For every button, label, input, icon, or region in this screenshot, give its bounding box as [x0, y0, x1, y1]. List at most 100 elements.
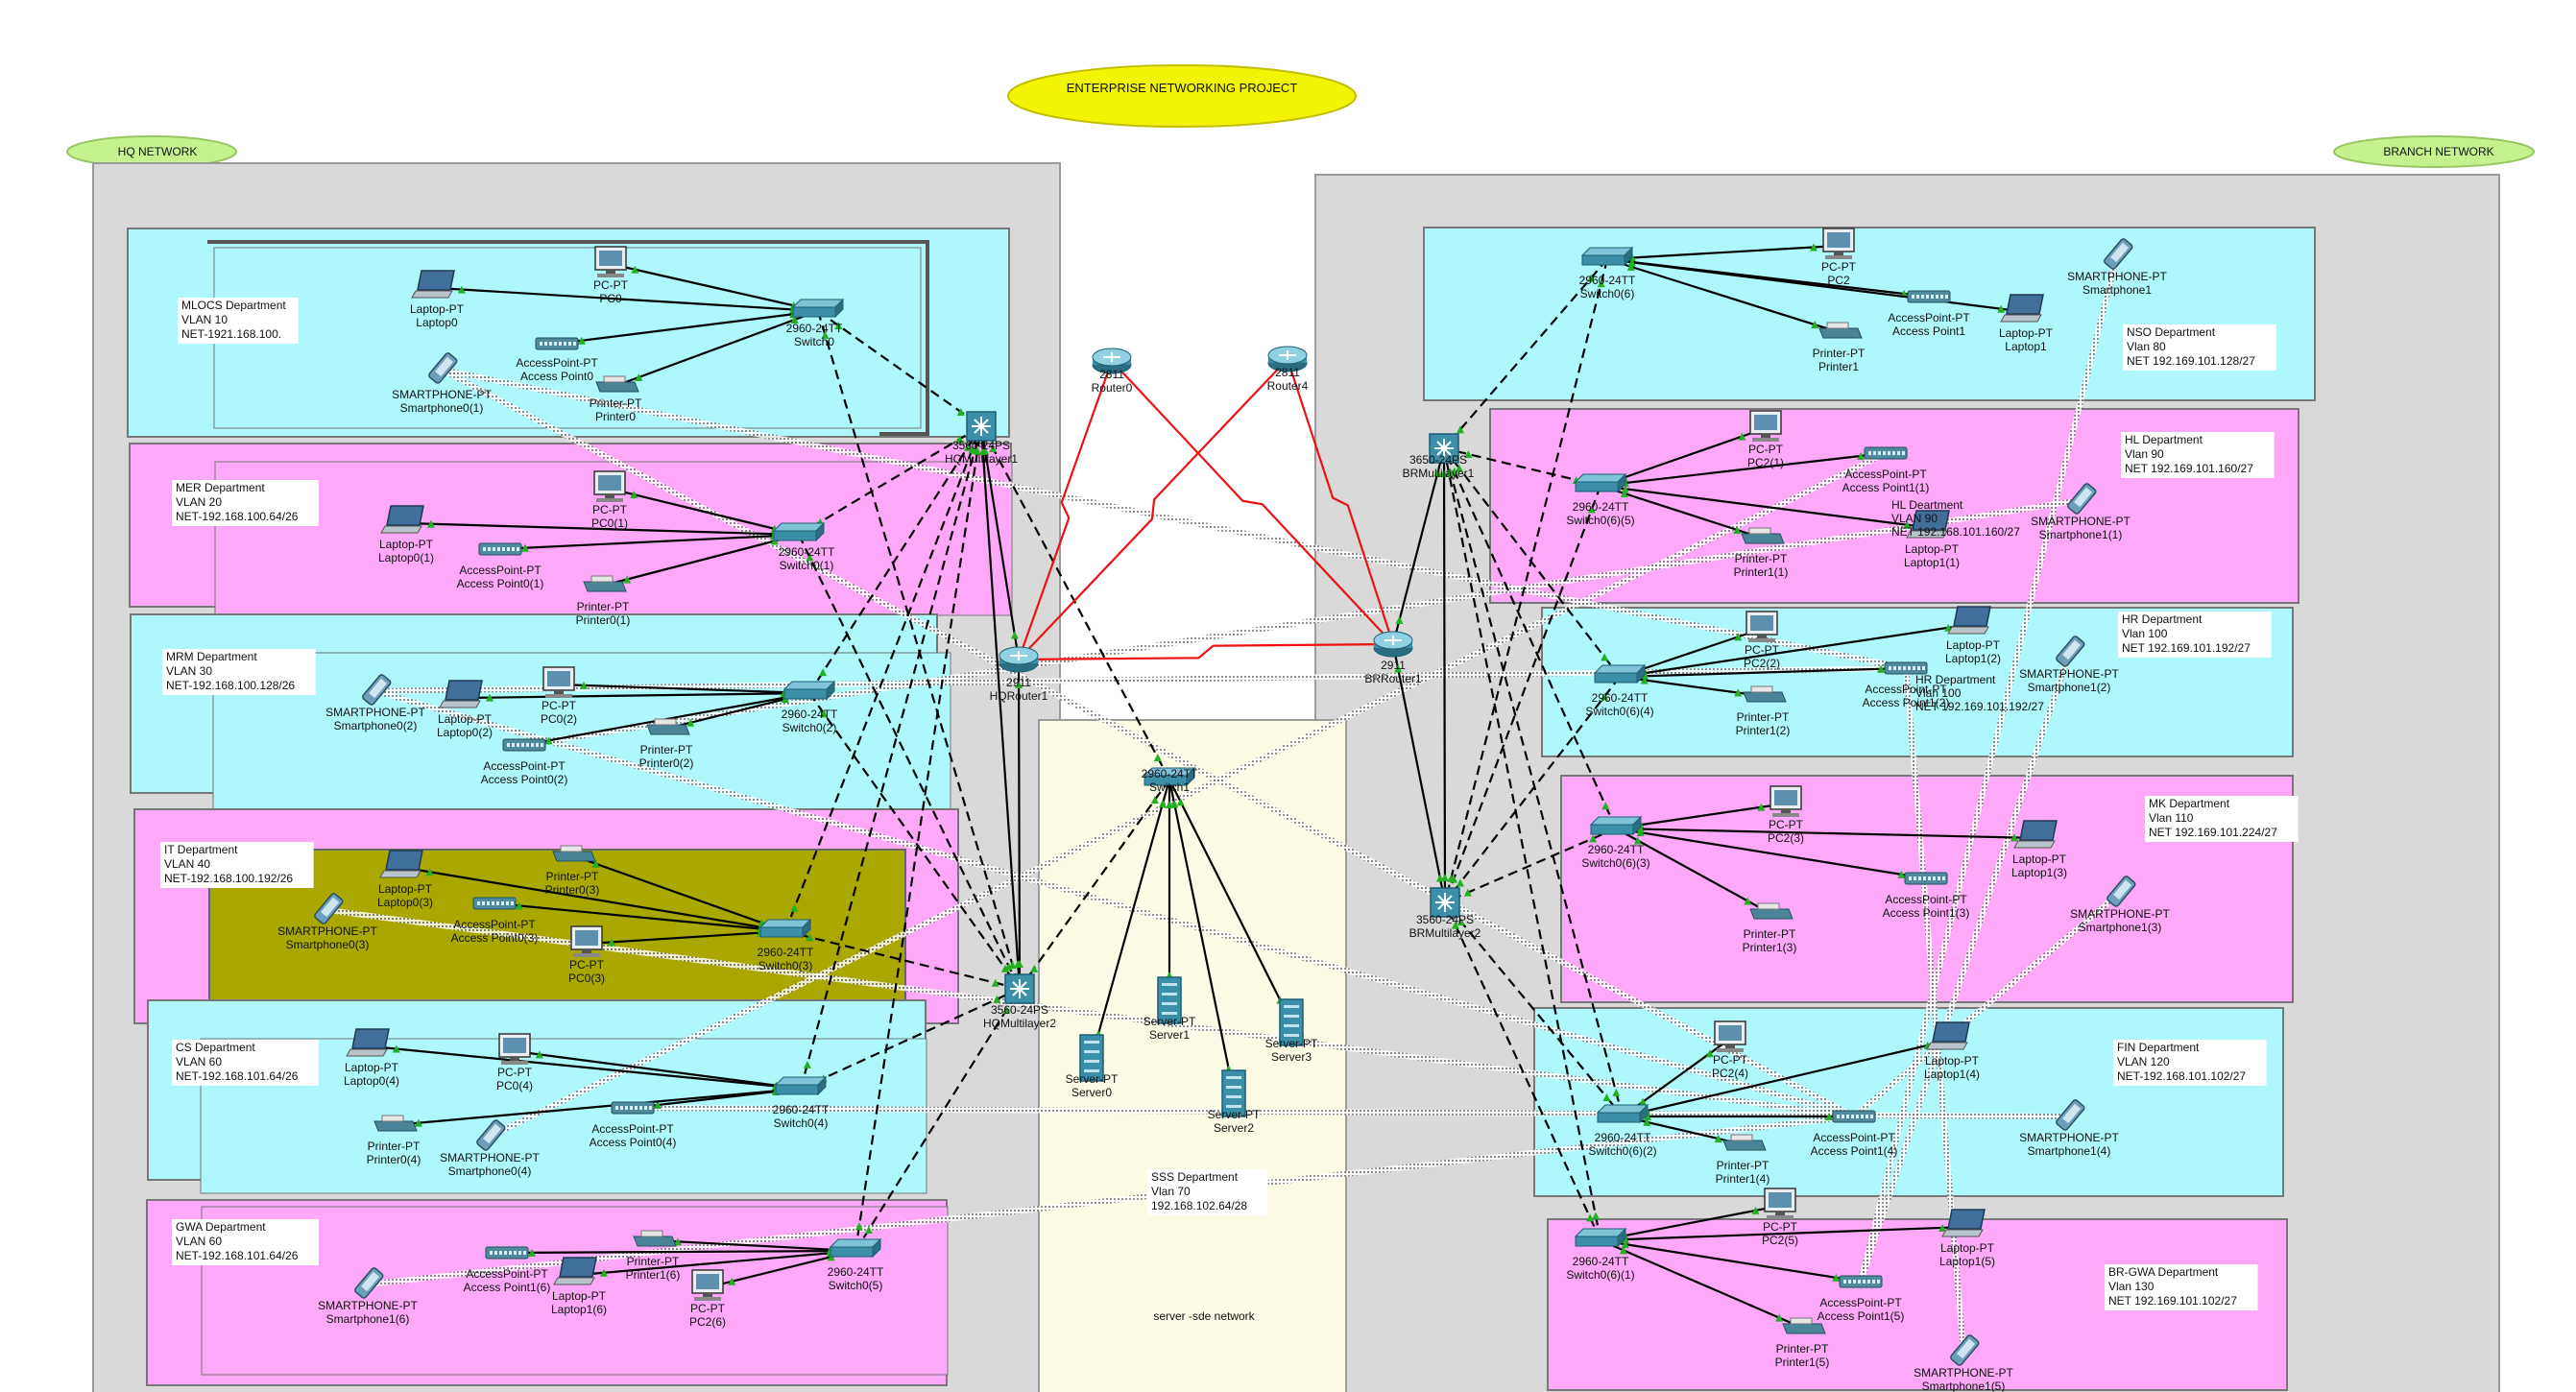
link-sw0_6-brml1: [1443, 258, 1608, 449]
device-label: PC0(4): [496, 1079, 533, 1092]
device-label: SMARTPHONE-PT: [2019, 1131, 2119, 1144]
link-status-marker: [993, 995, 1001, 1003]
device-label: PC2(4): [1712, 1067, 1748, 1080]
device-label: 2960-24TT: [1579, 274, 1636, 287]
department-name: BR-GWA Department: [2108, 1265, 2219, 1279]
device-label: Smartphone1(6): [326, 1312, 410, 1326]
link-status-marker: [1015, 680, 1023, 688]
device-label: PC2(1): [1747, 456, 1784, 469]
link-sw0_6_2-laptop1_4: [1622, 1038, 1953, 1118]
link-status-marker: [790, 903, 799, 912]
device-label: PC-PT: [497, 1066, 533, 1079]
link-sw0_4-hqml2: [800, 987, 1021, 1091]
